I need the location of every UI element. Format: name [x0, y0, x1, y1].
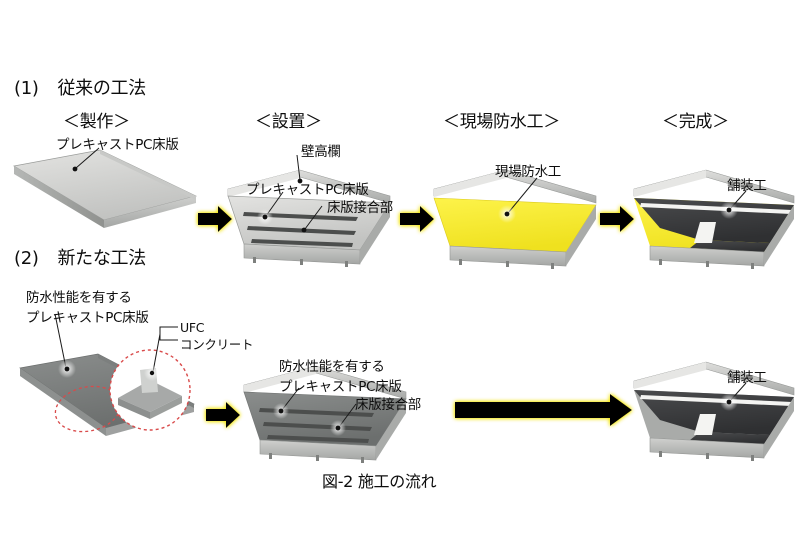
- callout-r2-deck-joint: 床版接合部: [355, 397, 421, 413]
- callout-r2-waterproof-slab-line1: 防水性能を有する: [26, 290, 132, 306]
- method-2-name: 新たな工法: [57, 248, 146, 269]
- callout-r2-concrete: コンクリート: [180, 337, 254, 352]
- method-1-name: 従来の工法: [57, 78, 146, 99]
- r2-panel1-waterproof-slab: [19, 349, 195, 436]
- r1-panel2-installed-deck: [227, 169, 391, 267]
- figure-caption: 図-2 施工の流れ: [322, 472, 437, 491]
- callout-r1-waterproofing: 現場防水工: [495, 164, 561, 180]
- callout-r2-waterproof-slab-line2: プレキャストPC床版: [26, 310, 149, 326]
- callout-r1-parapet: 壁高欄: [301, 144, 341, 160]
- flow-arrow-r2-long: [455, 394, 632, 426]
- flow-arrow-r1-1: [198, 206, 232, 232]
- method-2-number: (2): [14, 248, 39, 269]
- stage-header-completion: ＜完成＞: [662, 112, 729, 132]
- method-2-title: (2) 新たな工法: [14, 244, 146, 270]
- callout-r1-precast-slab: プレキャストPC床版: [56, 137, 179, 153]
- r1-panel1-precast-slab: [13, 149, 198, 228]
- callout-r2-pavement: 舗装工: [727, 370, 767, 386]
- callout-r2-waterproof-slab2-line1: 防水性能を有する: [279, 359, 385, 375]
- callout-r1-pavement: 舗装工: [727, 178, 767, 194]
- callout-r2-ufc: UFC: [180, 320, 205, 335]
- stage-header-manufacture: ＜製作＞: [63, 112, 130, 132]
- callout-r1-deck-joint: 床版接合部: [327, 200, 393, 216]
- stage-header-onsite-waterproofing: ＜現場防水工＞: [443, 112, 560, 132]
- method-1-title: (1) 従来の工法: [14, 74, 146, 100]
- r2-panel3-completed: [633, 361, 795, 461]
- flow-arrow-r1-3: [600, 206, 634, 232]
- stage-header-installation: ＜設置＞: [255, 112, 322, 132]
- callout-r1-precast-slab-2: プレキャストPC床版: [246, 182, 369, 198]
- callout-r2-waterproof-slab2-line2: プレキャストPC床版: [279, 379, 402, 395]
- r1-panel4-completed: [633, 169, 795, 269]
- r1-panel3-waterproofing: [433, 169, 597, 269]
- flow-arrow-r1-2: [400, 206, 434, 232]
- flow-arrow-r2-1: [206, 402, 240, 428]
- method-1-number: (1): [14, 78, 39, 99]
